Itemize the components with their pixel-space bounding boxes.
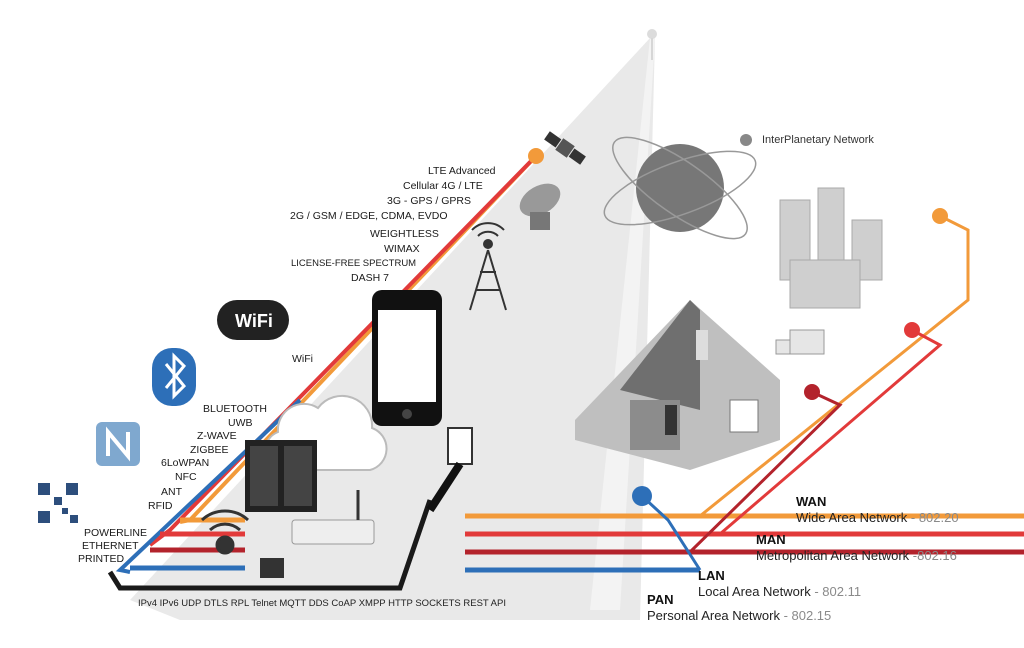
satellite-dish-icon (519, 183, 561, 230)
chip-icon (260, 558, 284, 578)
wan-full-name: Wide Area Network (796, 510, 908, 525)
pan-band (130, 565, 700, 573)
protocol-stack-label: IPv4 IPv6 UDP DTLS RPL Telnet MQTT DDS C… (138, 598, 506, 609)
cell-tower-icon (469, 222, 507, 311)
man-connector (719, 328, 943, 536)
pan-full-name: Personal Area Network (647, 608, 780, 623)
tech-label: UWB (228, 417, 253, 429)
wifi-logo: WiFi (217, 300, 289, 340)
tech-label: RFID (148, 500, 173, 512)
tech-label: ZIGBEE (190, 444, 229, 456)
nfc-logo (96, 422, 140, 466)
city-icon (779, 187, 883, 309)
planet-icon (740, 134, 752, 146)
lan-full-name: Local Area Network (698, 584, 811, 599)
wifi-logo-text: WiFi (235, 311, 273, 331)
wan-code: - 802.20 (907, 510, 959, 525)
pan-name: Personal Area Network - 802.15 (647, 608, 831, 623)
pan-code: - 802.15 (779, 608, 832, 623)
pan-connector (640, 494, 702, 571)
tech-label: 3G - GPS / GPRS (387, 195, 472, 207)
smartphone-icon (372, 290, 442, 426)
wan-node (932, 208, 948, 224)
pan-node (632, 486, 652, 506)
pan-abbr: PAN (647, 592, 674, 607)
tech-label: BLUETOOTH (203, 403, 267, 415)
beam-apex (647, 29, 657, 39)
antenna-waves-icon (200, 509, 250, 555)
house-icon (575, 300, 780, 470)
lan-abbr: LAN (698, 568, 725, 583)
bluetooth-logo (152, 348, 196, 406)
tech-label: WIMAX (384, 243, 420, 255)
tech-label: Z-WAVE (197, 430, 237, 442)
tech-label: DASH 7 (351, 272, 389, 284)
man-line (148, 154, 538, 547)
wan-name: Wide Area Network - 802.20 (796, 510, 959, 525)
tech-label: LTE Advanced (428, 165, 496, 177)
wired-band (107, 499, 433, 591)
satellite-icon (544, 131, 586, 165)
pan-line-left (115, 398, 302, 574)
lan-code: - 802.11 (810, 584, 862, 599)
lan-name: Local Area Network - 802.11 (698, 584, 861, 599)
qr-code-logo (37, 482, 79, 524)
truck-icon (775, 329, 825, 355)
wan-band (180, 513, 1024, 523)
man-code: -802.16 (909, 548, 957, 563)
tech-label: 6LoWPAN (161, 457, 210, 469)
tech-label: PRINTED (78, 553, 125, 565)
interplanetary-network-label: InterPlanetary Network (762, 134, 874, 146)
tech-label: ANT (161, 486, 182, 498)
wan-abbr: WAN (796, 494, 827, 509)
tech-label: 2G / GSM / EDGE, CDMA, EVDO (290, 210, 448, 222)
wan-connector (699, 214, 970, 518)
man-abbr: MAN (756, 532, 786, 547)
tech-label: LICENSE-FREE SPECTRUM (291, 258, 417, 269)
lan-connector (688, 390, 843, 554)
man-node (904, 322, 920, 338)
lan-node (804, 384, 820, 400)
wifi-label: WiFi (292, 353, 313, 365)
tech-label: ETHERNET (82, 540, 139, 552)
wan-endpoint (528, 148, 544, 164)
tech-label: WEIGHTLESS (370, 228, 439, 240)
server-rack-icon (245, 440, 317, 512)
tech-label: Cellular 4G / LTE (403, 180, 483, 192)
tech-label: POWERLINE (84, 527, 148, 539)
man-full-name: Metropolitan Area Network (756, 548, 910, 563)
man-name: Metropolitan Area Network -802.16 (756, 548, 957, 563)
globe-icon (603, 136, 757, 240)
ethernet-cable-icon (426, 427, 473, 513)
tech-label: NFC (175, 471, 197, 483)
router-icon (291, 490, 375, 545)
